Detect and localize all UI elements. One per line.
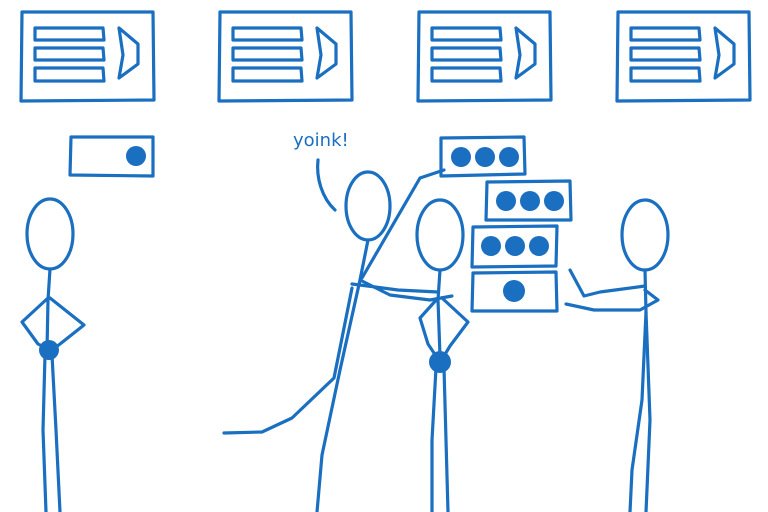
card-3dots-upper	[484, 179, 573, 222]
card-3dots-lower	[470, 224, 559, 269]
server-2	[217, 10, 354, 103]
card-3dots-top	[439, 135, 527, 178]
speech-tail	[316, 158, 337, 212]
person-right	[564, 198, 670, 512]
card-stack	[439, 135, 573, 313]
server-3	[416, 10, 553, 103]
server-1	[19, 10, 156, 103]
server-4	[615, 10, 752, 103]
person-left	[20, 197, 86, 512]
person-yoink	[222, 168, 454, 512]
person-middle	[415, 198, 470, 512]
card-single-left	[68, 135, 155, 178]
card-1dot-bottom	[470, 270, 559, 313]
speech-text: yoink!	[293, 130, 349, 151]
